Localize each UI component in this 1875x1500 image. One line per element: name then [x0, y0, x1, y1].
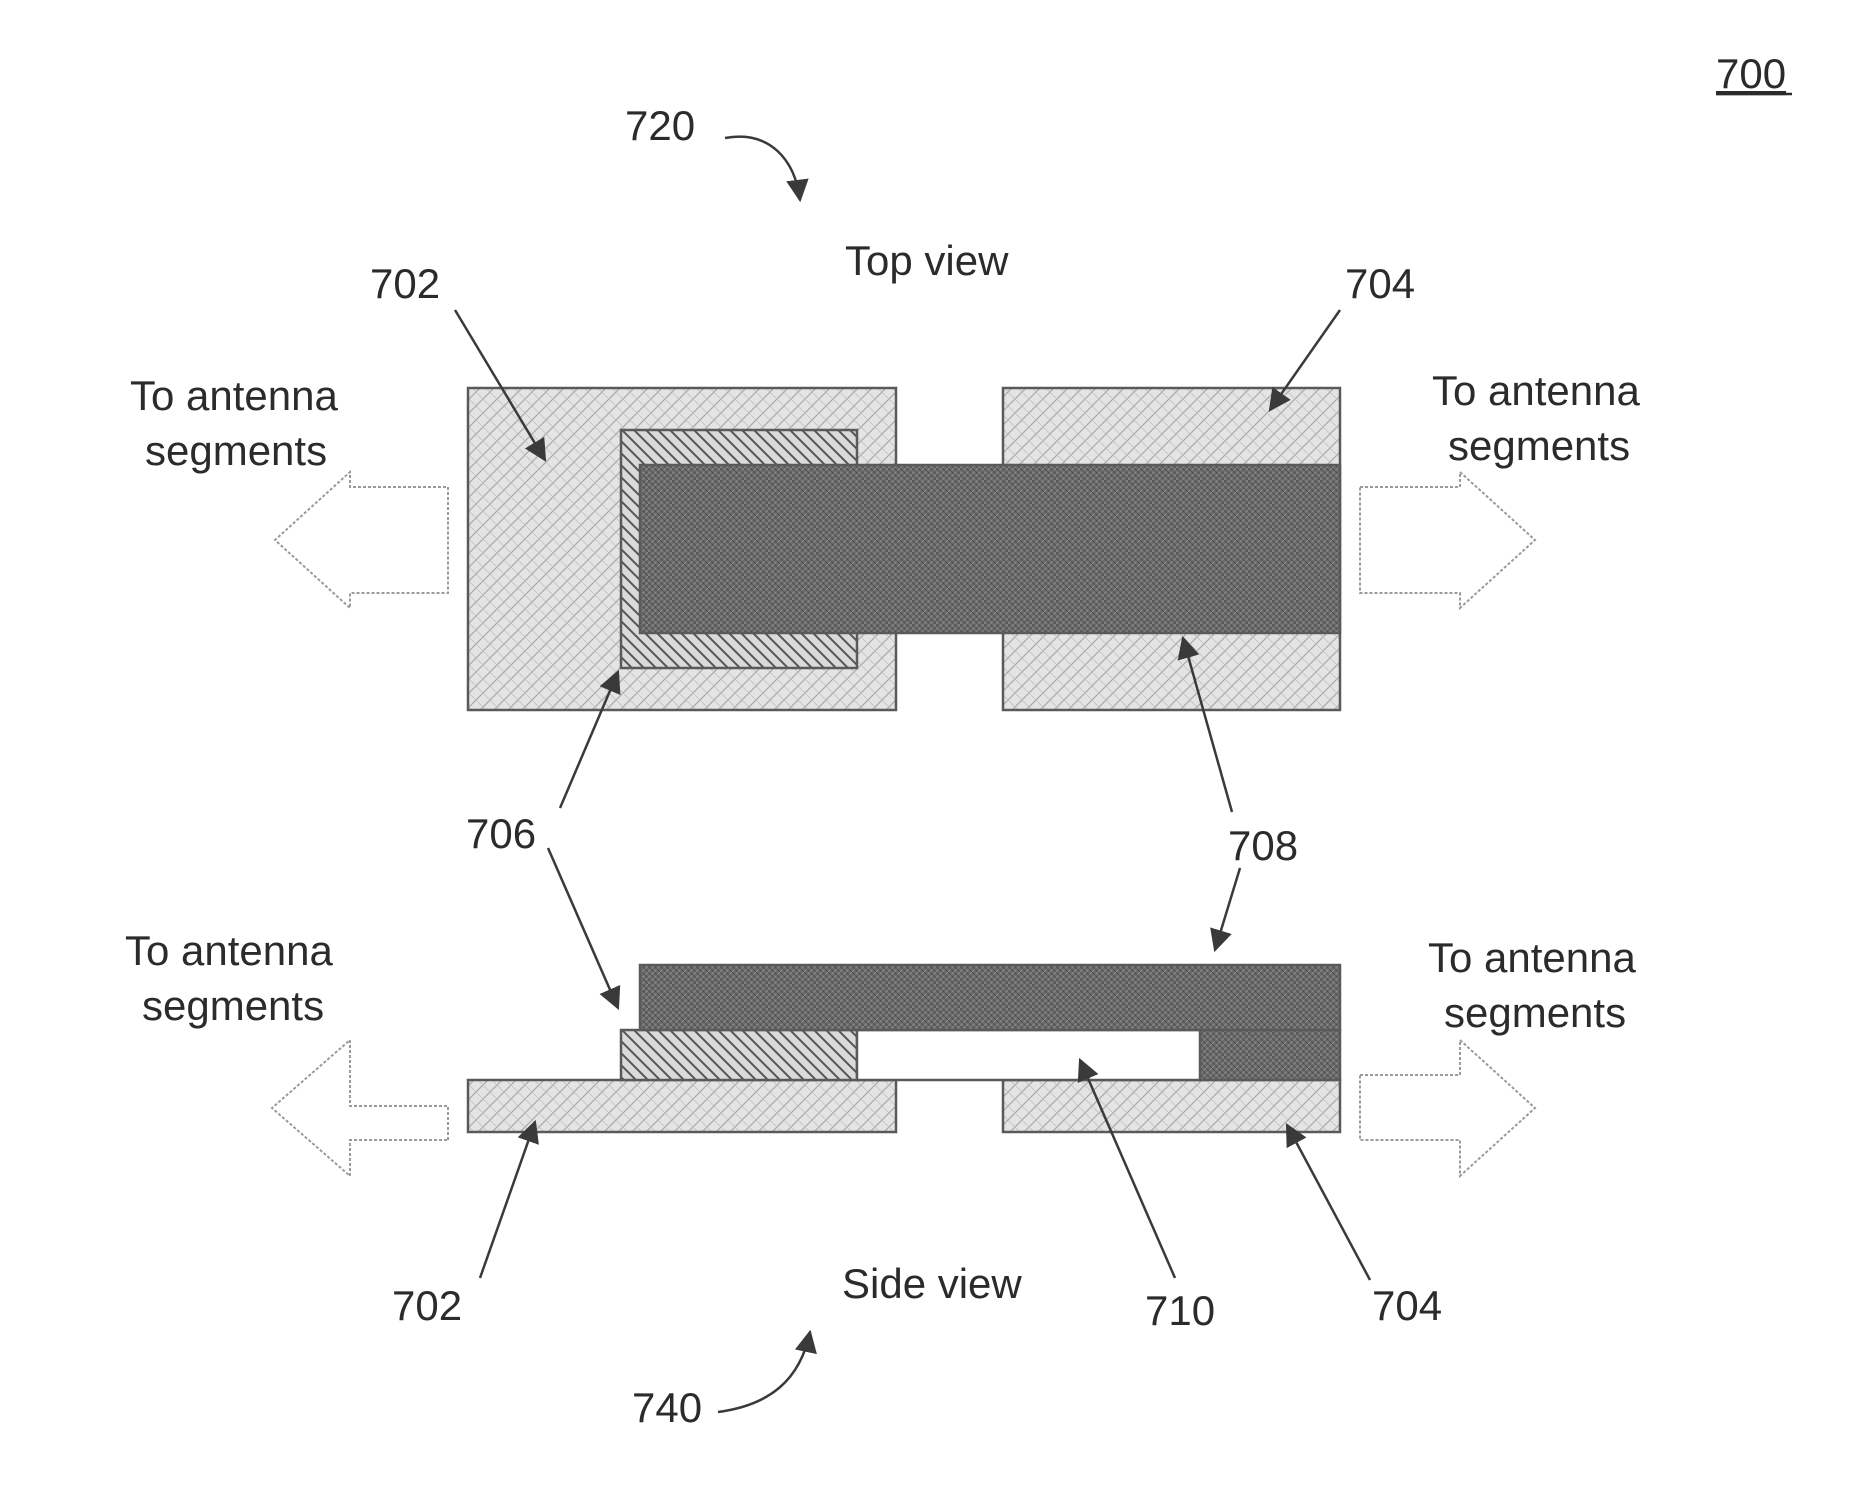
side-right-pad-704: [1003, 1080, 1340, 1132]
side-right-arrow-label-line1: To antenna: [1428, 934, 1636, 981]
top-right-arrow-label-line2: segments: [1448, 422, 1630, 469]
side-left-antenna-arrow: [272, 1040, 448, 1176]
leader-706-side: [548, 848, 618, 1008]
side-left-arrow-label-line2: segments: [142, 982, 324, 1029]
top-conductor-708: [640, 465, 1340, 633]
top-view-caption: Top view: [845, 237, 1009, 284]
side-label-710: 710: [1145, 1287, 1215, 1334]
side-leader-702: [480, 1122, 535, 1278]
side-left-arrow-label-line1: To antenna: [125, 927, 333, 974]
top-right-antenna-arrow: [1360, 472, 1535, 608]
side-layer-706: [621, 1030, 857, 1080]
side-right-antenna-arrow: [1360, 1040, 1535, 1176]
side-leader-704: [1287, 1125, 1370, 1280]
side-gap-710: [857, 1030, 1200, 1080]
side-conductor-708: [640, 965, 1340, 1030]
top-view-ref: 720: [625, 102, 695, 149]
side-view-ref: 740: [632, 1384, 702, 1431]
leader-708-side: [1215, 868, 1240, 950]
top-label-704: 704: [1345, 260, 1415, 307]
figure-number: 700: [1716, 50, 1786, 97]
side-view-caption: Side view: [842, 1260, 1022, 1307]
side-label-704: 704: [1372, 1282, 1442, 1329]
label-708: 708: [1228, 822, 1298, 869]
side-conductor-post: [1200, 1030, 1340, 1080]
label-706: 706: [466, 810, 536, 857]
side-label-702: 702: [392, 1282, 462, 1329]
side-right-arrow-label-line2: segments: [1444, 989, 1626, 1036]
top-left-arrow-label-line1: To antenna: [130, 372, 338, 419]
top-right-arrow-label-line1: To antenna: [1432, 367, 1640, 414]
top-label-702: 702: [370, 260, 440, 307]
side-view-ref-leader: [718, 1332, 810, 1412]
top-left-arrow-label-line2: segments: [145, 427, 327, 474]
top-view-ref-leader: [725, 137, 800, 200]
side-left-pad-702: [468, 1080, 896, 1132]
top-left-antenna-arrow: [275, 472, 448, 608]
